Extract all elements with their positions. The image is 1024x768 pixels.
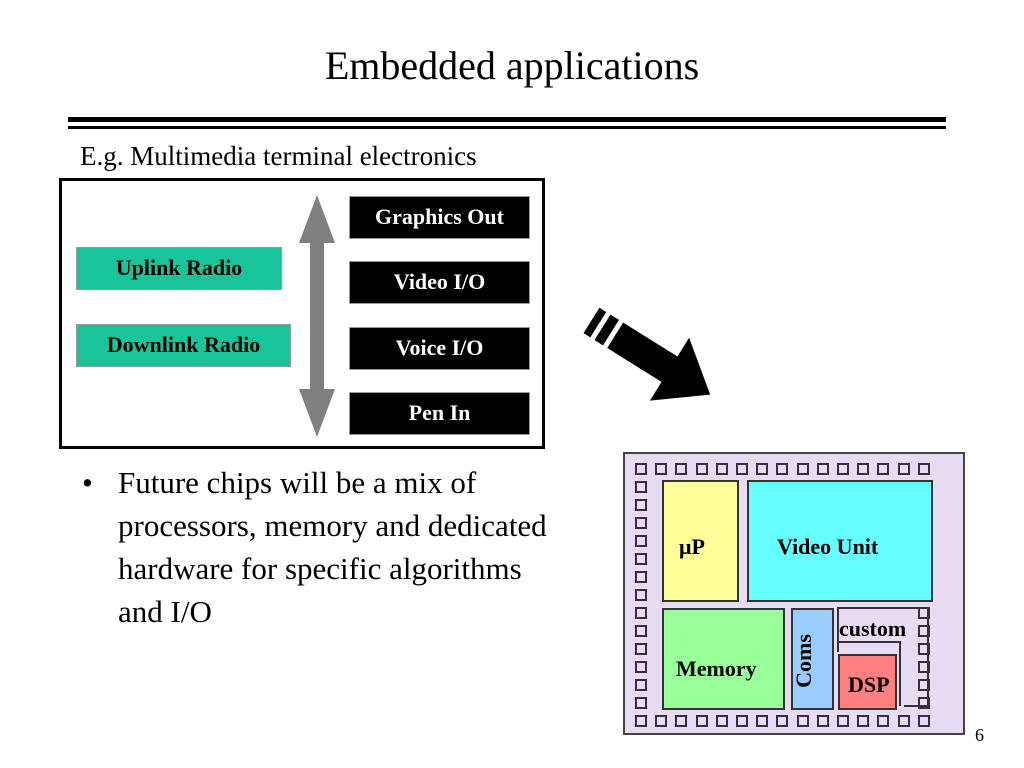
chip-pin (635, 607, 647, 619)
chip-pin (796, 715, 809, 727)
chip-pin (635, 481, 647, 493)
slide-title: Embedded applications (324, 43, 700, 88)
chip-pin (736, 715, 748, 727)
chip-pin (655, 463, 668, 475)
chip-pin (675, 715, 688, 727)
uplink-radio-block: Uplink Radio (76, 247, 282, 290)
chip-pin (756, 463, 769, 475)
terminal-diagram-frame (59, 178, 545, 449)
coms-block: Coms (791, 608, 834, 710)
chip-pin (655, 715, 668, 727)
chip-pin (715, 463, 728, 475)
chip-pin (837, 463, 849, 475)
chip-pin (816, 715, 829, 727)
chip-pin (715, 715, 728, 727)
chip-pin (776, 715, 789, 727)
chip-diagram: μP Video Unit Memory Coms custom DSP (623, 452, 965, 735)
chip-pin (776, 463, 789, 475)
chip-pin (897, 715, 910, 727)
video-unit-label: Video Unit (777, 534, 879, 559)
chip-pin (675, 463, 688, 475)
chip-pin (635, 661, 647, 673)
bullet-marker: • (82, 465, 93, 500)
chip-pin (877, 715, 890, 727)
microprocessor-label: μP (679, 534, 705, 559)
video-io-block: Video I/O (349, 261, 530, 304)
chip-pin (635, 571, 647, 583)
voice-io-block: Voice I/O (349, 327, 530, 370)
chip-pin (635, 715, 647, 727)
coms-label: Coms (790, 634, 816, 688)
memory-label: Memory (676, 656, 757, 681)
chip-pin (837, 715, 849, 727)
chip-pin (635, 499, 647, 511)
memory-block: Memory (662, 608, 785, 710)
video-unit-block: Video Unit (747, 480, 933, 602)
title-divider-thin (68, 126, 946, 129)
chip-pin (756, 715, 769, 727)
custom-label: custom (839, 616, 907, 641)
chip-pin (917, 715, 930, 727)
chip-pin (635, 697, 647, 709)
chip-pin (635, 643, 647, 655)
pen-in-block: Pen In (349, 392, 530, 435)
chip-pin (635, 625, 647, 637)
chip-pin (816, 463, 829, 475)
downlink-radio-block: Downlink Radio (76, 324, 291, 367)
chip-pin (635, 553, 647, 565)
chip-pin (877, 463, 890, 475)
microprocessor-block: μP (662, 480, 739, 602)
chip-pin (635, 535, 647, 547)
chip-pin (635, 463, 647, 475)
chip-pin (857, 715, 870, 727)
page-number: 6 (975, 725, 984, 745)
bidirectional-bus-arrow-icon (299, 195, 335, 437)
chip-pin (917, 463, 930, 475)
diagonal-arrow-icon (583, 307, 711, 401)
chip-pin (635, 589, 647, 601)
bullet-text: Future chips will be a mix of processors… (118, 465, 547, 629)
chip-pin (635, 679, 647, 691)
slide-subtitle: E.g. Multimedia terminal electronics (80, 141, 477, 171)
title-divider-thick (68, 117, 946, 122)
chip-pin (635, 517, 647, 529)
chip-pin (857, 463, 870, 475)
dsp-block: DSP (838, 654, 897, 710)
chip-pin (736, 463, 748, 475)
graphics-out-block: Graphics Out (349, 196, 530, 239)
chip-pin (695, 463, 708, 475)
dsp-label: DSP (848, 672, 890, 697)
chip-pin (796, 463, 809, 475)
chip-pin (695, 715, 708, 727)
chip-pin (897, 463, 910, 475)
custom-block-outline (837, 607, 929, 707)
